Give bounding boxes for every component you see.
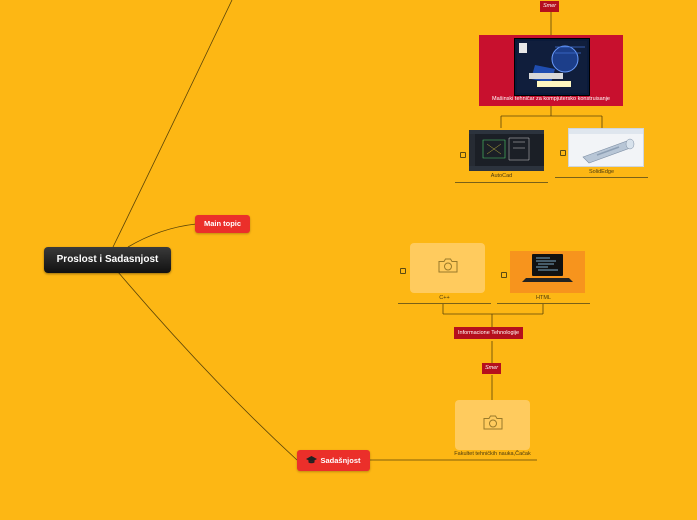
autocad-underline [455,182,548,183]
connector-top-children [500,106,603,128]
cpp-label: C++ [439,295,450,301]
connector-central-top [112,0,233,248]
solidedge-underline [555,177,648,178]
smer-tag-top[interactable]: Smer [540,1,560,12]
solidedge-checkbox[interactable] [560,150,566,156]
connector-it-children [442,303,544,327]
it-node[interactable]: Informacione Tehnologije [454,327,524,339]
connector-central-sadasnjost [117,271,298,461]
sadasnjost-node[interactable]: Sadašnjost [297,450,370,471]
autocad-label: AutoCad [490,173,513,179]
camera-icon [483,415,503,435]
main-topic-node[interactable]: Main topic [195,215,250,233]
cad-screenshot-image [514,38,590,96]
cpp-checkbox[interactable] [400,268,406,274]
html-underline [497,303,590,304]
autocad-image [469,130,544,171]
smer-tag-bottom[interactable]: Smer [482,363,502,374]
camera-icon [438,258,458,278]
graduation-cap-icon [306,451,318,472]
connector-central-main-topic [127,223,197,248]
html-label: HTML [536,295,551,301]
central-topic[interactable]: Proslost i Sadasnjost [44,247,171,273]
cpp-underline [398,303,491,304]
focus-caption: Mašinski tehničar za kompjutersko konstr… [492,96,610,102]
faculty-image-placeholder[interactable] [455,400,530,450]
solidedge-label: SolidEdge [588,169,615,175]
solidedge-image [568,128,644,167]
focus-topic-masinski[interactable]: Mašinski tehničar za kompjutersko konstr… [479,35,623,106]
autocad-checkbox[interactable] [460,152,466,158]
cpp-image-placeholder[interactable] [410,243,485,293]
html-image [510,251,585,293]
faculty-label: Fakultet tehničkih nauka,Čačak [454,451,531,457]
html-checkbox[interactable] [501,272,507,278]
sadasnjost-label: Sadašnjost [320,456,361,465]
